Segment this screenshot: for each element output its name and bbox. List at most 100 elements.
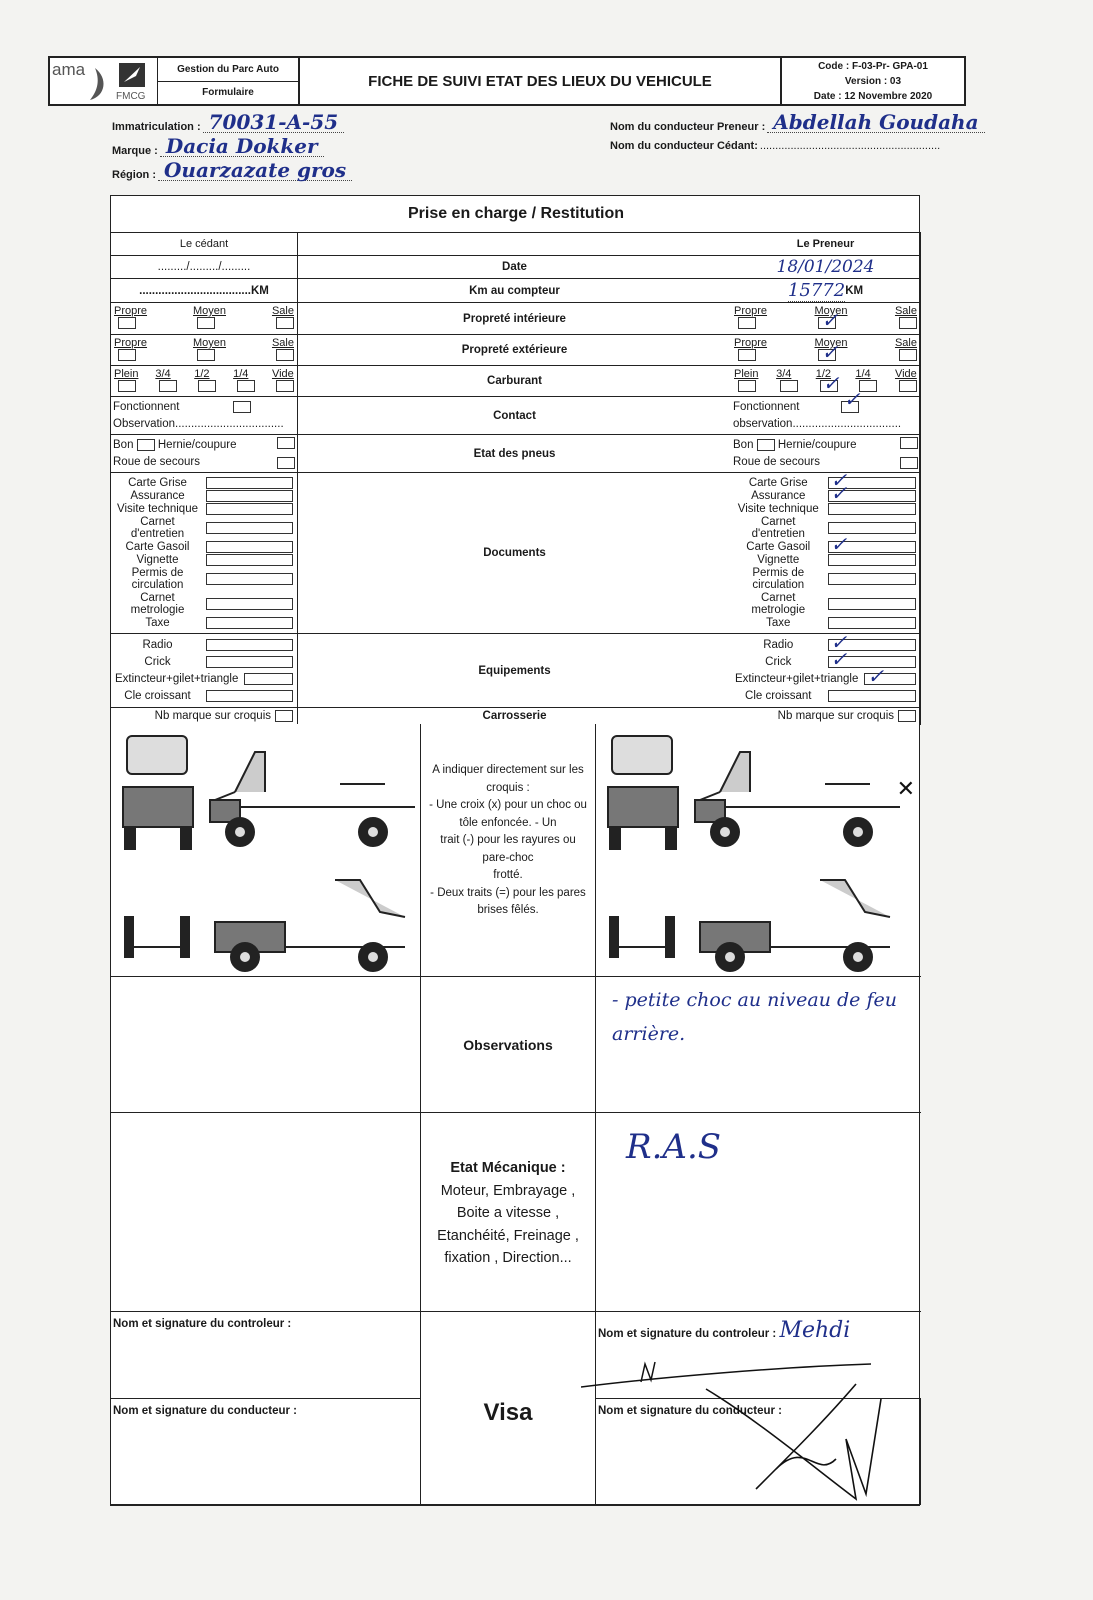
preneur-observation[interactable]: observation.............................… [733,418,902,430]
documents-item[interactable]: Vignette [115,554,293,567]
preneur-field[interactable]: Nom du conducteur Preneur :Abdellah Goud… [610,112,985,133]
checkbox[interactable] [196,317,215,329]
checkbox[interactable] [898,349,917,361]
cedant-croquis[interactable] [111,724,421,977]
documents-item[interactable]: Visite technique [115,502,293,515]
checkbox[interactable] [206,554,293,567]
checkbox[interactable] [206,521,293,534]
option-proprete_int[interactable]: Propre [734,305,767,332]
option-carburant[interactable]: 3/4 [155,368,178,394]
checkbox[interactable] [738,317,756,329]
cedant-km[interactable]: ...................................KM [111,279,298,303]
bon-checkbox[interactable] [136,438,155,451]
checkbox[interactable] [118,380,136,392]
equipements-item[interactable]: Radio [115,639,293,652]
documents-item[interactable]: Taxe [735,617,916,630]
option-proprete_int[interactable]: Sale [895,305,917,332]
option-proprete_ext[interactable]: Sale [895,337,917,363]
checkbox[interactable] [118,349,136,361]
documents-item[interactable]: Carnet metrologie [735,592,916,616]
documents-item[interactable]: Vignette [735,554,916,567]
checkbox[interactable] [206,689,293,702]
documents-item[interactable]: Carte Grise [115,476,293,489]
roue-checkbox[interactable] [900,457,918,469]
documents-item[interactable]: Carte Grise [735,468,916,493]
documents-item[interactable]: Taxe [115,617,293,630]
option-proprete_int[interactable]: Moyen [193,305,226,332]
documents-item[interactable]: Visite technique [735,502,916,515]
checkbox[interactable] [237,380,256,392]
checkbox[interactable] [898,317,917,329]
immatriculation-field[interactable]: Immatriculation :70031-A-55 [112,112,345,133]
documents-item[interactable]: Permis de circulation [735,567,916,591]
roue-checkbox[interactable] [277,457,295,469]
option-proprete_ext[interactable]: Propre [734,337,767,363]
checkbox[interactable] [818,340,838,365]
checkbox[interactable] [864,664,916,689]
cedant-contact-checkbox[interactable] [232,400,251,413]
checkbox[interactable] [118,317,136,329]
option-carburant[interactable]: Vide [272,368,294,394]
preneur-km[interactable]: 15772 [787,279,846,302]
equipements-item[interactable]: Extincteur+gilet+triangle [735,664,916,689]
equipements-item[interactable]: Crick [115,656,293,669]
checkbox[interactable] [206,573,293,586]
cedant-observations[interactable] [111,977,421,1113]
option-proprete_ext[interactable]: Moyen [193,337,226,363]
preneur-controleur-signature[interactable]: Nom et signature du controleur : Mehdi [581,1312,921,1399]
documents-item[interactable]: Assurance [735,481,916,506]
option-carburant[interactable]: Plein [114,368,138,394]
preneur-contact-checkbox[interactable] [840,392,860,413]
checkbox[interactable] [738,380,756,392]
checkbox[interactable] [206,617,293,630]
cedant-controleur-signature[interactable]: Nom et signature du controleur : [111,1312,421,1399]
documents-item[interactable]: Carnet d'entretien [735,516,916,540]
option-carburant[interactable]: Plein [734,368,758,394]
checkbox[interactable] [827,647,916,672]
checkbox[interactable] [198,380,217,392]
option-carburant[interactable]: 1/2 [194,368,217,394]
checkbox[interactable] [827,521,916,534]
cedant-date[interactable]: ........./........./......... [111,256,298,279]
preneur-observations[interactable]: - petite choc au niveau de feu arrière. [596,977,921,1113]
option-carburant[interactable]: Vide [895,368,917,394]
documents-item[interactable]: Permis de circulation [115,567,293,591]
checkbox[interactable] [206,639,293,652]
checkbox[interactable] [196,349,215,361]
preneur-conducteur-signature[interactable]: Nom et signature du conducteur : [596,1383,921,1505]
checkbox[interactable] [827,689,916,702]
checkbox[interactable] [898,380,917,392]
checkbox[interactable] [159,380,178,392]
option-carburant[interactable]: 3/4 [776,368,799,394]
nb-marque-checkbox[interactable] [275,710,293,722]
equipements-item[interactable]: Crick [735,647,916,672]
option-carburant[interactable]: 1/4 [855,368,878,394]
hernie-checkbox[interactable] [277,437,295,449]
option-proprete_ext[interactable]: Moyen [814,337,847,365]
option-proprete_ext[interactable]: Propre [114,337,147,363]
checkbox[interactable] [827,532,916,557]
preneur-croquis[interactable]: ✕ [596,724,921,977]
checkbox[interactable] [827,554,916,567]
checkbox[interactable] [780,380,799,392]
option-proprete_int[interactable]: Moyen [814,305,847,333]
documents-item[interactable]: Carte Gasoil [115,540,293,553]
checkbox[interactable] [827,481,916,506]
marque-field[interactable]: Marque :Dacia Dokker [112,136,324,157]
preneur-mecanique[interactable]: R.A.S [596,1113,921,1312]
checkbox[interactable] [206,598,293,611]
cedant-observation[interactable]: Observation.............................… [113,418,284,430]
documents-item[interactable]: Carnet metrologie [115,592,293,616]
checkbox[interactable] [827,598,916,611]
checkbox[interactable] [206,656,293,669]
checkbox[interactable] [206,540,293,553]
checkbox[interactable] [244,672,293,685]
checkbox[interactable] [275,380,294,392]
documents-item[interactable]: Assurance [115,489,293,502]
cedant-mecanique[interactable] [111,1113,421,1312]
documents-item[interactable]: Carnet d'entretien [115,516,293,540]
hernie-checkbox[interactable] [900,437,918,449]
checkbox[interactable] [275,317,294,329]
checkbox[interactable] [827,502,916,515]
region-field[interactable]: Région :Ouarzazate gros [112,160,353,181]
